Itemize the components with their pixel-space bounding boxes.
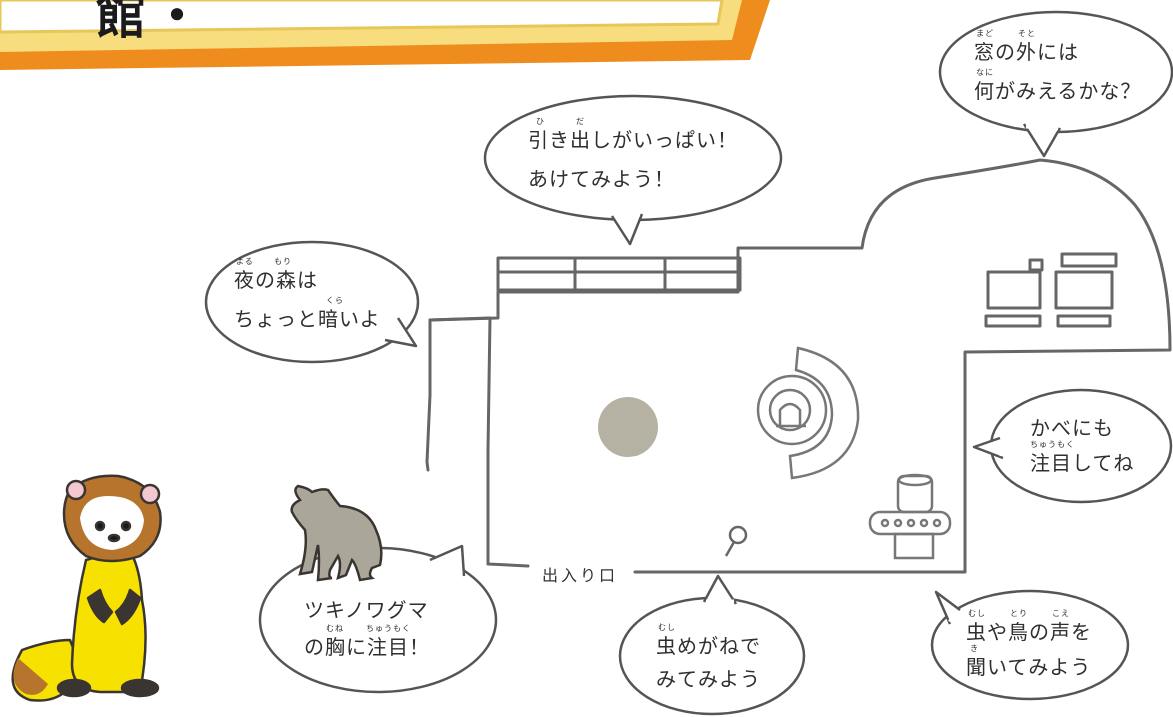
ruby-mado: まど	[976, 29, 994, 38]
ruby-mushi-mag: むし	[658, 623, 676, 632]
bubble-window-line1: 窓の外には	[974, 40, 1079, 64]
ferret-mascot	[11, 474, 162, 702]
bubble-bear-line1: ツキノワグマ	[304, 598, 429, 622]
bubble-window	[938, 10, 1173, 158]
ruby-nani: なに	[976, 68, 994, 77]
bubble-drawers-line2: あけてみよう！	[528, 167, 675, 191]
bubble-window-line2: 何がみえるかな？	[974, 79, 1142, 103]
ruby-mune: むね	[326, 624, 344, 633]
bubble-sounds	[930, 589, 1130, 701]
bubble-sounds-line2: 聞いてみよう	[966, 655, 1092, 679]
bubble-wall-text: かべにも ちゅうもく 注目してね	[1030, 416, 1134, 476]
bubble-wall-line2: 注目してね	[1030, 451, 1135, 475]
center-circle	[598, 397, 658, 457]
ruby-mori: もり	[274, 257, 292, 266]
entrance-label: 出入り口	[538, 562, 623, 586]
bubble-magnifier-text: むし 虫めがねで みてみよう	[656, 623, 761, 692]
ruby-soto: そと	[1018, 29, 1036, 38]
ruby-ki: き	[970, 644, 979, 653]
ruby-da: だ	[576, 117, 585, 126]
ruby-hi: ひ	[536, 117, 545, 126]
bubble-drawers-text: ひ だ 引き出しがいっぱい！ あけてみよう！	[528, 117, 738, 192]
sound-device	[868, 473, 952, 560]
bubble-forest-line1: 夜の森は	[234, 268, 318, 292]
spiral-display	[756, 346, 860, 480]
page-title: 館・	[40, 0, 208, 45]
bubble-forest	[204, 240, 420, 364]
bubble-bear	[258, 544, 498, 694]
ruby-yoru: よる	[236, 257, 254, 266]
bubble-magnifier	[618, 574, 806, 716]
ruby-tori: とり	[1010, 609, 1028, 618]
bubble-sounds-line1: 虫や鳥の声を	[966, 620, 1092, 644]
bubble-sounds-text: むし とり こえ 虫や鳥の声を き 聞いてみよう	[966, 609, 1092, 680]
bubble-wall-line1: かべにも	[1030, 416, 1114, 440]
title-banner	[0, 0, 770, 70]
bubble-forest-line2: ちょっと暗いよ	[234, 307, 381, 331]
bubble-wall	[972, 388, 1173, 504]
ruby-kura: くら	[326, 296, 344, 305]
bubble-bear-text: ツキノワグマ むね ちゅうもく の胸に注目！	[304, 598, 430, 660]
ruby-chumoku-wall: ちゅうもく	[1030, 440, 1075, 449]
ruby-mushi-snd: むし	[968, 609, 986, 618]
ruby-chumoku-bear: ちゅうもく	[366, 624, 411, 633]
ruby-koe: こえ	[1052, 609, 1070, 618]
bubble-drawers-line1: 引き出しがいっぱい！	[528, 128, 738, 152]
bubble-bear-line2: の胸に注目！	[304, 635, 430, 659]
bubble-forest-text: よる もり 夜の森は くら ちょっと暗いよ	[234, 257, 381, 332]
bubble-magnifier-line1: 虫めがねで	[656, 634, 761, 658]
bubble-window-text: まど そと 窓の外には なに 何がみえるかな？	[974, 29, 1142, 104]
bubble-magnifier-line2: みてみよう	[656, 667, 761, 691]
bear-illustration	[290, 484, 383, 582]
floor-outline	[425, 158, 1172, 574]
magnifier-icon	[724, 525, 748, 557]
bubble-drawers	[483, 94, 783, 246]
